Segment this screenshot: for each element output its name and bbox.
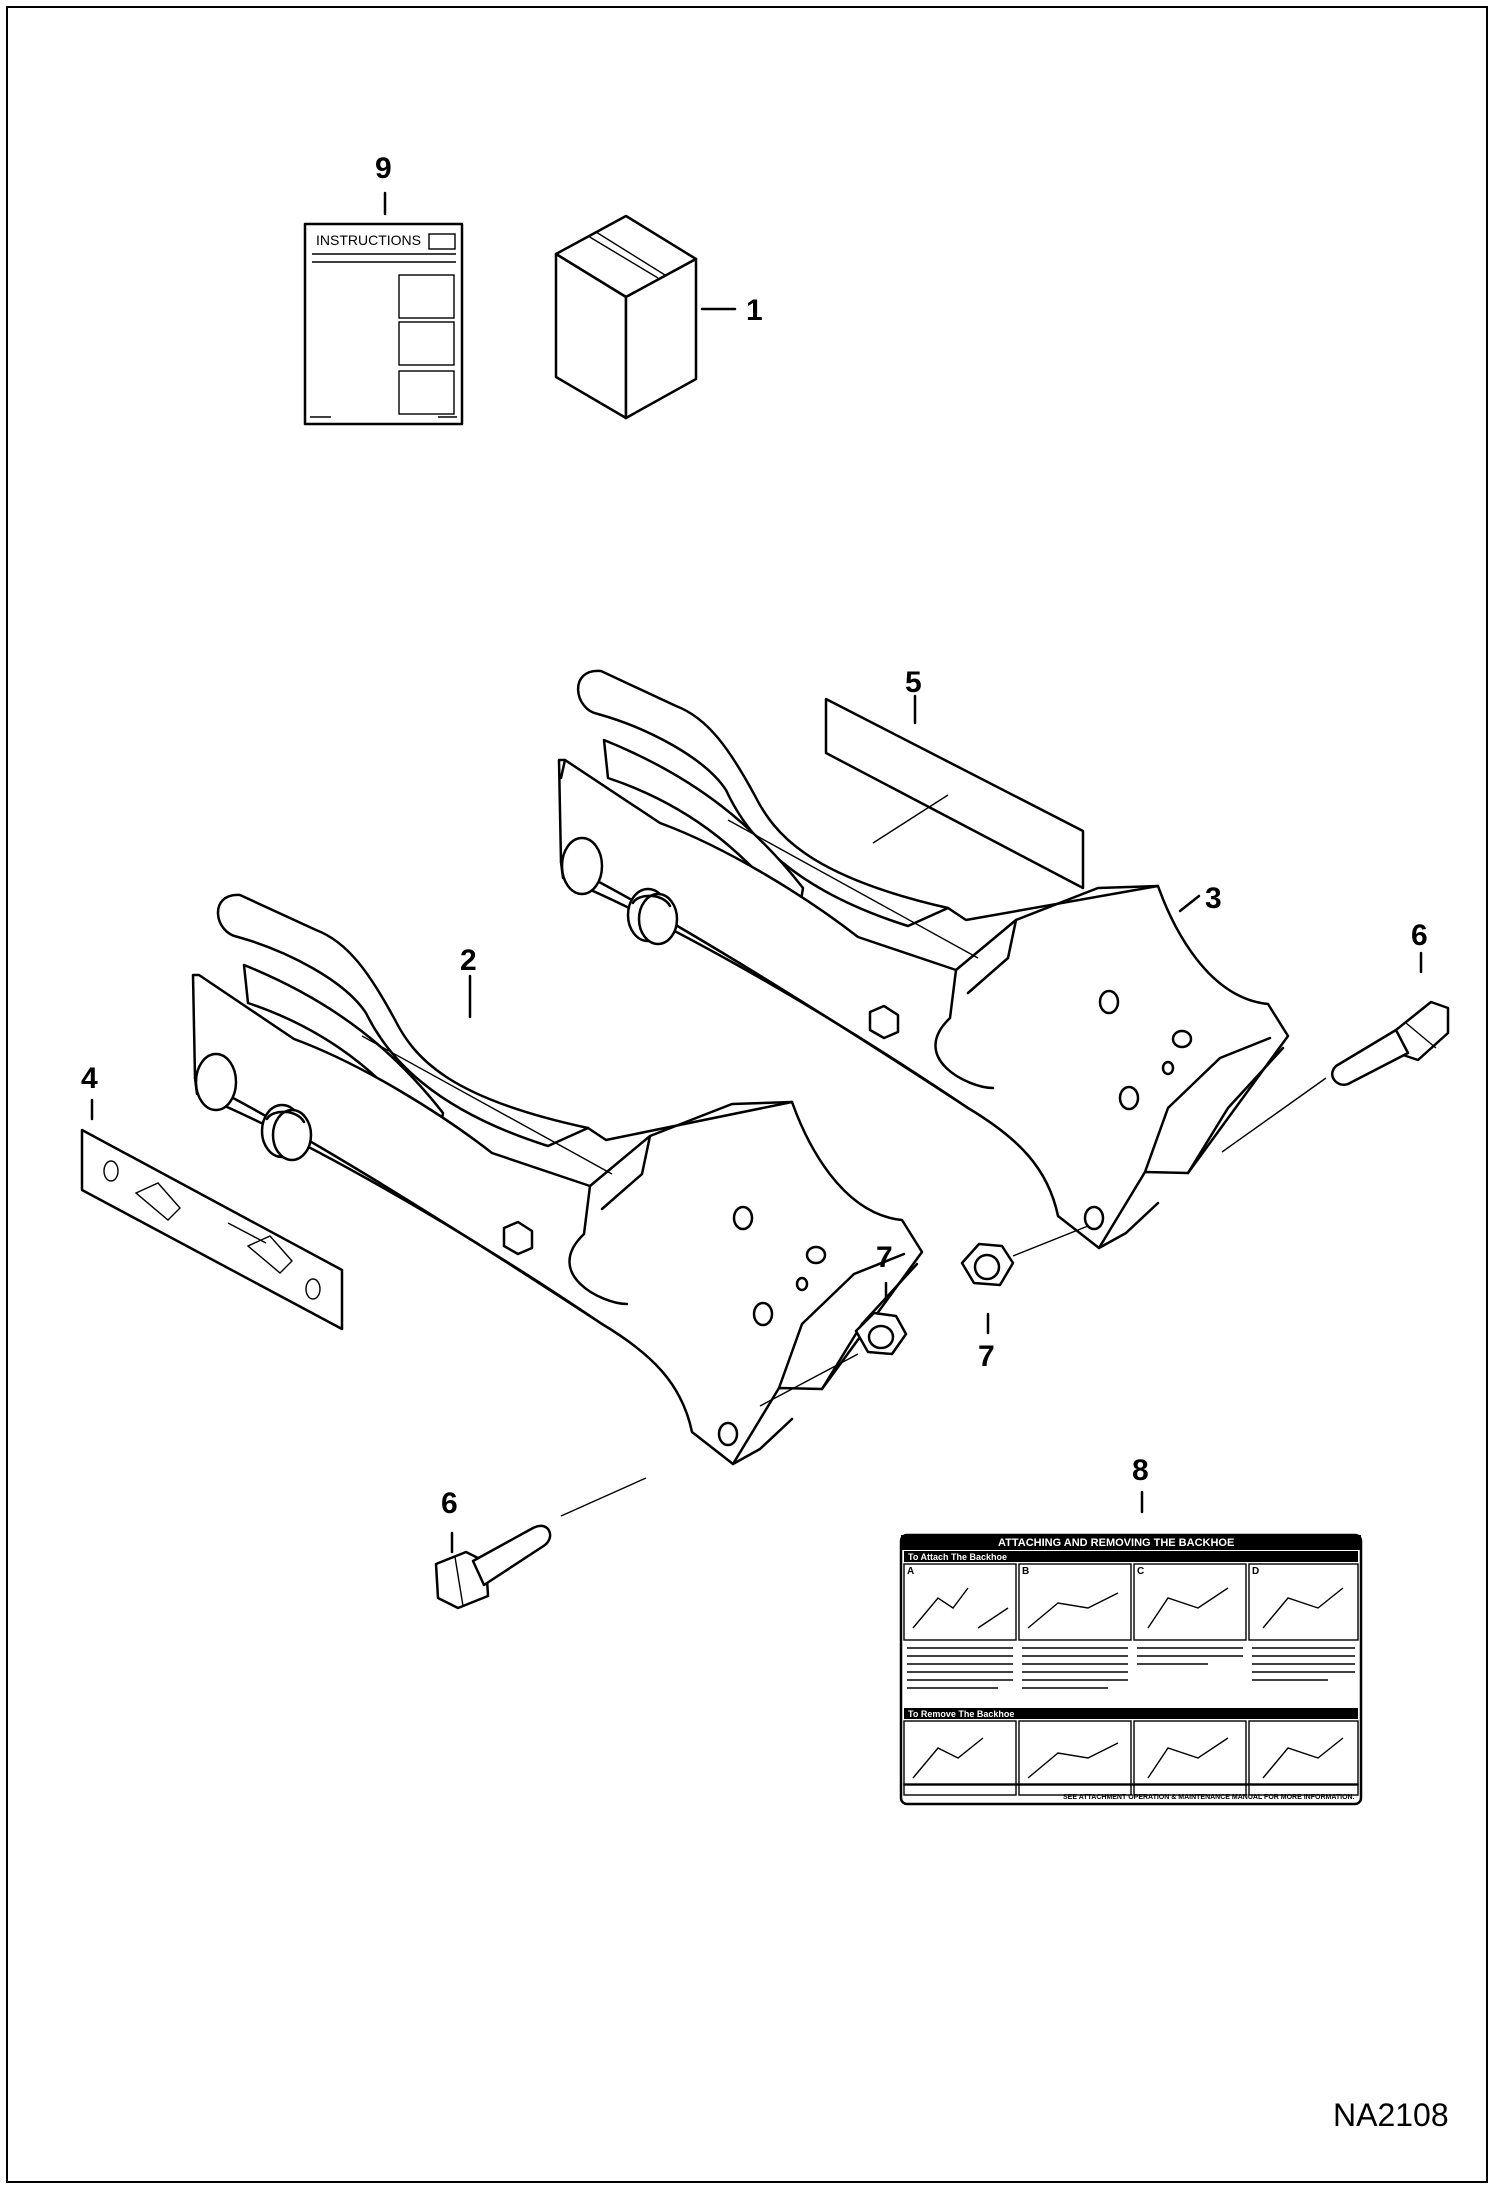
backhoe-instruction-decal: ATTACHING AND REMOVING THE BACKHOE To At…: [899, 1533, 1363, 1806]
callout-4: 4: [81, 1062, 98, 1095]
decal-panel-a: A: [907, 1566, 914, 1577]
mounting-bracket-right: [557, 669, 1290, 1250]
callout-7b: 7: [978, 1340, 995, 1373]
decal-remove-header: To Remove The Backhoe: [908, 1709, 1014, 1719]
decal-attach-header: To Attach The Backhoe: [908, 1552, 1007, 1562]
decal-attach-steps: [907, 1647, 1355, 1689]
decal-strip: [824, 697, 1085, 890]
callout-2: 2: [460, 944, 477, 977]
callout-6b: 6: [441, 1487, 458, 1520]
nut-left: [854, 1311, 908, 1356]
parts-diagram-frame: INSTRUCTIONS 9 1: [6, 6, 1488, 2183]
callout-3: 3: [1205, 882, 1222, 915]
decal-footer: SEE ATTACHMENT OPERATION & MAINTENANCE M…: [1063, 1794, 1355, 1801]
drawing-number: NA2108: [1333, 2097, 1449, 2133]
mounting-bracket-left: [191, 893, 924, 1466]
exploded-view-drawing: INSTRUCTIONS 9 1: [80, 152, 1450, 2133]
callout-6a: 6: [1411, 919, 1428, 952]
lock-decal: [80, 1128, 344, 1331]
bolt-right: [1331, 1000, 1450, 1087]
bolt-left: [434, 1524, 552, 1610]
callout-5: 5: [905, 666, 922, 699]
instructions-manual-title: INSTRUCTIONS: [316, 232, 421, 248]
decal-panel-d: D: [1252, 1566, 1259, 1577]
nut-right: [960, 1242, 1015, 1287]
parts-box: [554, 214, 698, 420]
callout-9: 9: [375, 152, 392, 185]
decal-panel-c: C: [1137, 1566, 1144, 1577]
callout-1: 1: [746, 294, 763, 327]
decal-title: ATTACHING AND REMOVING THE BACKHOE: [998, 1537, 1234, 1549]
instructions-manual: INSTRUCTIONS: [303, 222, 464, 426]
callout-7a: 7: [876, 1241, 893, 1274]
callout-8: 8: [1132, 1454, 1149, 1487]
decal-panel-b: B: [1022, 1566, 1029, 1577]
